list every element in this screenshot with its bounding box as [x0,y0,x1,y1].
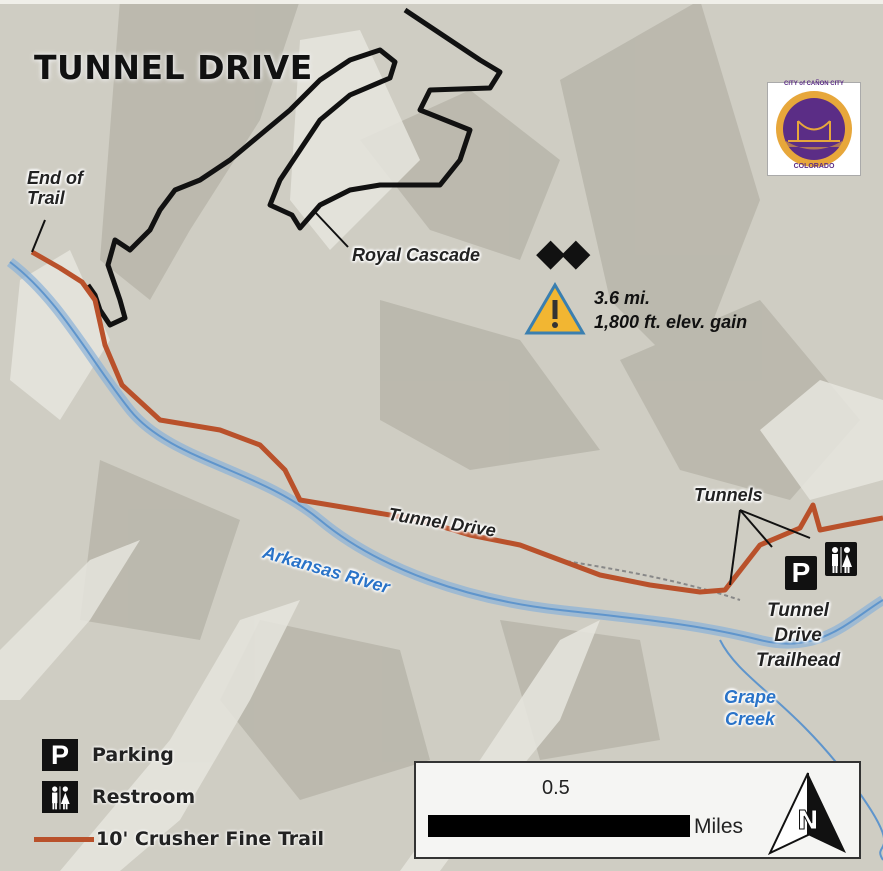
logo-text-bottom: COLORADO [793,163,835,170]
restroom-icon [825,542,857,576]
trailhead-line3: Trailhead [755,650,841,671]
scale-value: 0.5 [542,777,570,799]
north-label: N [797,806,819,836]
scale-bar-box: 0.5 Miles N [414,761,861,859]
end-of-trail-label: End of Trail [27,168,83,208]
map-title: TUNNEL DRIVE [34,48,313,87]
grape-creek-line2: Creek [724,709,776,729]
tunnels-label: Tunnels [694,485,763,505]
difficulty-diamonds-icon: ◆◆ [536,232,590,274]
trail-stats: 3.6 mi. 1,800 ft. elev. gain [594,286,747,334]
legend-row-restroom: Restroom [34,780,195,814]
legend-row-parking: P Parking [34,738,174,772]
trailhead-label: Tunnel Drive Trailhead [738,598,858,673]
trail-distance: 3.6 mi. [594,288,651,308]
parking-icon: P [785,556,817,590]
trailhead-line2: Drive [774,625,822,646]
warning-triangle-icon [524,282,586,335]
grape-creek-line1: Grape [723,687,777,707]
legend-parking-icon: P [42,739,78,771]
map-legend: P Parking Restroom 10' Crusher Fine Trai… [34,738,364,863]
end-of-trail-line1: End of [27,168,83,188]
royal-cascade-label: Royal Cascade [352,245,481,265]
end-of-trail-line2: Trail [27,188,65,208]
trailhead-line1: Tunnel [767,600,829,621]
legend-trail-label: 10' Crusher Fine Trail [96,828,325,850]
legend-trail-line-icon [34,836,94,842]
logo-text-top: CITY of CAÑON CITY [784,81,844,87]
scale-bar [428,815,690,837]
legend-parking-label: Parking [92,744,174,766]
grape-creek-label: Grape Creek [715,686,785,730]
legend-row-trail: 10' Crusher Fine Trail [34,822,324,856]
legend-restroom-icon [42,781,78,813]
trail-elevation-gain: 1,800 ft. elev. gain [594,312,748,332]
legend-restroom-label: Restroom [92,786,196,808]
scale-unit: Miles [694,815,744,838]
north-arrow-icon: N [767,772,846,855]
map-frame-top [0,0,883,4]
city-logo: CITY of CAÑON CITY COLORADO [767,81,861,176]
